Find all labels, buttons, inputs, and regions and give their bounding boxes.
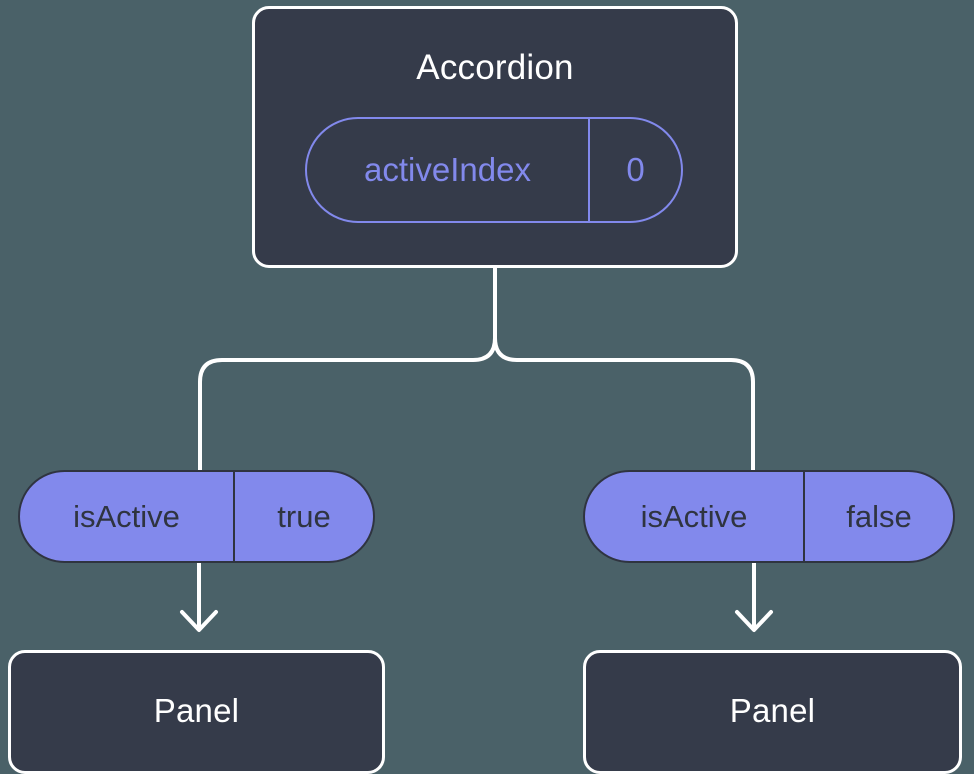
arrow-right-head-icon bbox=[735, 610, 773, 632]
prop-pill-isactive-false[interactable]: isActive false bbox=[583, 470, 955, 563]
prop-pill-isactive-true[interactable]: isActive true bbox=[18, 470, 375, 563]
arrow-left-head-icon bbox=[180, 610, 218, 632]
prop-pill-right-value: false bbox=[846, 498, 912, 534]
node-accordion-label: Accordion bbox=[416, 48, 574, 87]
connector-branch-right bbox=[493, 336, 755, 472]
node-panel-left-label: Panel bbox=[153, 691, 240, 729]
prop-pill-left-value: true bbox=[277, 498, 331, 534]
state-pill-activeindex[interactable]: activeIndex 0 bbox=[305, 117, 683, 223]
state-pill-activeindex-key: activeIndex bbox=[307, 119, 590, 221]
connector-trunk-split bbox=[198, 266, 497, 472]
node-panel-right-label: Panel bbox=[729, 691, 816, 729]
prop-pill-left-key: isActive bbox=[20, 472, 235, 561]
state-pill-activeindex-value: 0 bbox=[626, 151, 645, 188]
node-panel-right[interactable]: Panel bbox=[583, 650, 962, 774]
prop-pill-right-key: isActive bbox=[585, 472, 805, 561]
node-panel-left[interactable]: Panel bbox=[8, 650, 385, 774]
